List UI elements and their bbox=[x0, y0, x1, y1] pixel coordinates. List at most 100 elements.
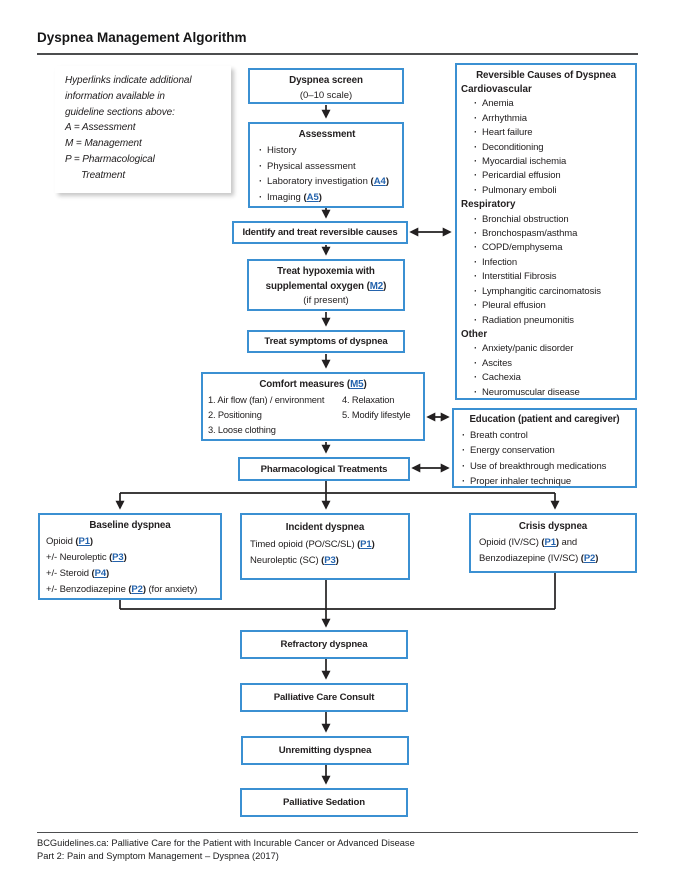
reversible-item: Deconditioning bbox=[471, 141, 631, 156]
seg-open: ( bbox=[109, 552, 113, 563]
seg-pre: Treat hypoxemia with supplemental oxygen bbox=[265, 266, 375, 292]
link-P1[interactable]: P1 bbox=[360, 539, 372, 550]
comfort-col1: 1. Air flow (fan) / environment 2. Posit… bbox=[208, 393, 342, 438]
seg-open: ( bbox=[321, 555, 325, 566]
box-treat-hypoxemia: Treat hypoxemia with supplemental oxygen… bbox=[247, 259, 405, 311]
sedation-title: Palliative Sedation bbox=[283, 797, 365, 808]
seg-close: ) bbox=[385, 176, 390, 187]
box-treat-symptoms: Treat symptoms of dyspnea bbox=[247, 330, 405, 353]
seg-post: and bbox=[558, 537, 578, 548]
seg-close: ) bbox=[123, 552, 127, 563]
box-dyspnea-screen: Dyspnea screen (0–10 scale) bbox=[248, 68, 404, 104]
comfort-item: 4. Relaxation bbox=[342, 395, 395, 405]
seg-close: ) bbox=[555, 537, 559, 548]
seg-pre: Timed opioid (PO/SC/SL) bbox=[250, 539, 358, 550]
hyperlink-legend-note: Hyperlinks indicate additional informati… bbox=[55, 66, 231, 193]
comfort-item: 5. Modify lifestyle bbox=[342, 410, 411, 420]
link-M2[interactable]: M2 bbox=[369, 281, 384, 292]
comfort-item: 1. Air flow (fan) / environment bbox=[208, 395, 325, 405]
box-palliative-sedation: Palliative Sedation bbox=[240, 788, 408, 817]
footer: BCGuidelines.ca: Palliative Care for the… bbox=[37, 837, 415, 863]
seg-open: ( bbox=[370, 176, 374, 187]
crisis-title: Crisis dyspnea bbox=[518, 521, 588, 532]
link-P2[interactable]: P2 bbox=[131, 584, 143, 595]
comfort-col2: 4. Relaxation 5. Modify lifestyle bbox=[342, 393, 411, 438]
seg-close: ) bbox=[363, 379, 367, 390]
rx-line: +/- Steroid (P4) bbox=[46, 566, 214, 582]
footer-source: BCGuidelines.ca: Palliative Care for the… bbox=[37, 838, 415, 848]
box-reversible-causes: Reversible Causes of Dyspnea Cardiovascu… bbox=[455, 63, 637, 400]
education-item: Proper inhaler technique bbox=[459, 474, 630, 490]
reversible-item: Pulmonary emboli bbox=[471, 184, 631, 199]
rx-line: Neuroleptic (SC) (P3) bbox=[250, 553, 400, 569]
title-rule bbox=[37, 53, 638, 55]
link-P1[interactable]: P1 bbox=[78, 536, 90, 547]
seg-pre: Imaging bbox=[267, 191, 304, 203]
page-title: Dyspnea Management Algorithm bbox=[37, 30, 247, 45]
reversible-item: Heart failure bbox=[471, 126, 631, 141]
rx-line: +/- Benzodiazepine (P2) (for anxiety) bbox=[46, 582, 214, 598]
footer-rule bbox=[37, 832, 638, 833]
link-A5[interactable]: A5 bbox=[306, 191, 319, 203]
incident-title: Incident dyspnea bbox=[285, 522, 365, 533]
link-M5[interactable]: M5 bbox=[350, 379, 364, 390]
seg-close: ) bbox=[335, 555, 339, 566]
unremitting-title: Unremitting dyspnea bbox=[278, 745, 372, 756]
box-incident-dyspnea: Incident dyspnea Timed opioid (PO/SC/SL)… bbox=[240, 513, 410, 580]
reversible-item: Pleural effusion bbox=[471, 299, 631, 314]
seg-open: ( bbox=[541, 537, 545, 548]
rx-line: Timed opioid (PO/SC/SL) (P1) bbox=[250, 537, 400, 553]
reversible-item: Myocardial ischemia bbox=[471, 155, 631, 170]
seg-open: ( bbox=[128, 584, 132, 595]
link-P4[interactable]: P4 bbox=[94, 568, 107, 579]
seg-pre: Opioid bbox=[46, 536, 76, 547]
box-identify-reversible-causes: Identify and treat reversible causes bbox=[232, 221, 408, 244]
dyspnea-screen-title: Dyspnea screen bbox=[289, 75, 363, 86]
reversible-item: Bronchial obstruction bbox=[471, 213, 631, 228]
merge-line bbox=[119, 573, 556, 610]
seg-close: ) bbox=[383, 281, 387, 292]
seg-pre: Opioid (IV/SC) bbox=[479, 537, 542, 548]
link-P2[interactable]: P2 bbox=[583, 553, 596, 564]
assessment-title: Assessment bbox=[298, 129, 356, 140]
pharm-title: Pharmacological Treatments bbox=[260, 463, 388, 475]
seg-open: ( bbox=[75, 536, 79, 547]
seg-open: ( bbox=[366, 281, 370, 292]
identify-title: Identify and treat reversible causes bbox=[242, 227, 398, 238]
seg-pre: +/- Neuroleptic bbox=[46, 552, 110, 563]
rx-line: +/- Neuroleptic (P3) bbox=[46, 550, 214, 566]
seg-close: ) bbox=[371, 539, 375, 550]
link-A4[interactable]: A4 bbox=[373, 176, 386, 187]
assessment-item: History bbox=[256, 143, 398, 159]
box-assessment: Assessment History Physical assessment L… bbox=[248, 122, 404, 208]
link-P3[interactable]: P3 bbox=[324, 555, 336, 566]
assessment-item: Imaging (A5) bbox=[256, 190, 398, 206]
treat-symptoms-title: Treat symptoms of dyspnea bbox=[264, 336, 388, 347]
footer-part: Part 2: Pain and Symptom Management – Dy… bbox=[37, 850, 279, 861]
box-education: Education (patient and caregiver) Breath… bbox=[452, 408, 637, 490]
branch-line bbox=[120, 481, 555, 494]
seg-close: ) bbox=[106, 568, 110, 579]
seg-open: ( bbox=[580, 553, 584, 564]
reversible-item: Neuromuscular disease bbox=[471, 386, 631, 401]
education-item: Breath control bbox=[459, 428, 630, 444]
seg-open: ( bbox=[303, 191, 307, 203]
reversible-item: Infection bbox=[471, 256, 631, 271]
seg-pre: Laboratory investigation bbox=[267, 176, 371, 187]
box-pharmacological-treatments: Pharmacological Treatments bbox=[238, 457, 410, 481]
link-P1[interactable]: P1 bbox=[544, 537, 556, 548]
seg-close: ) bbox=[89, 536, 93, 547]
section-respiratory: Respiratory bbox=[461, 199, 516, 211]
reversible-title: Reversible Causes of Dyspnea bbox=[476, 70, 616, 81]
reversible-item: Ascites bbox=[471, 357, 631, 372]
reversible-item: Bronchospasm/asthma bbox=[471, 227, 631, 242]
reversible-item: Arrhythmia bbox=[471, 112, 631, 127]
reversible-item: Anxiety/panic disorder bbox=[471, 342, 631, 357]
reversible-item: Pericardial effusion bbox=[471, 169, 631, 184]
reversible-item: Radiation pneumonitis bbox=[471, 314, 631, 329]
link-P3[interactable]: P3 bbox=[112, 552, 124, 563]
box-baseline-dyspnea: Baseline dyspnea Opioid (P1) +/- Neurole… bbox=[38, 513, 222, 600]
assessment-item: Laboratory investigation (A4) bbox=[256, 174, 398, 190]
